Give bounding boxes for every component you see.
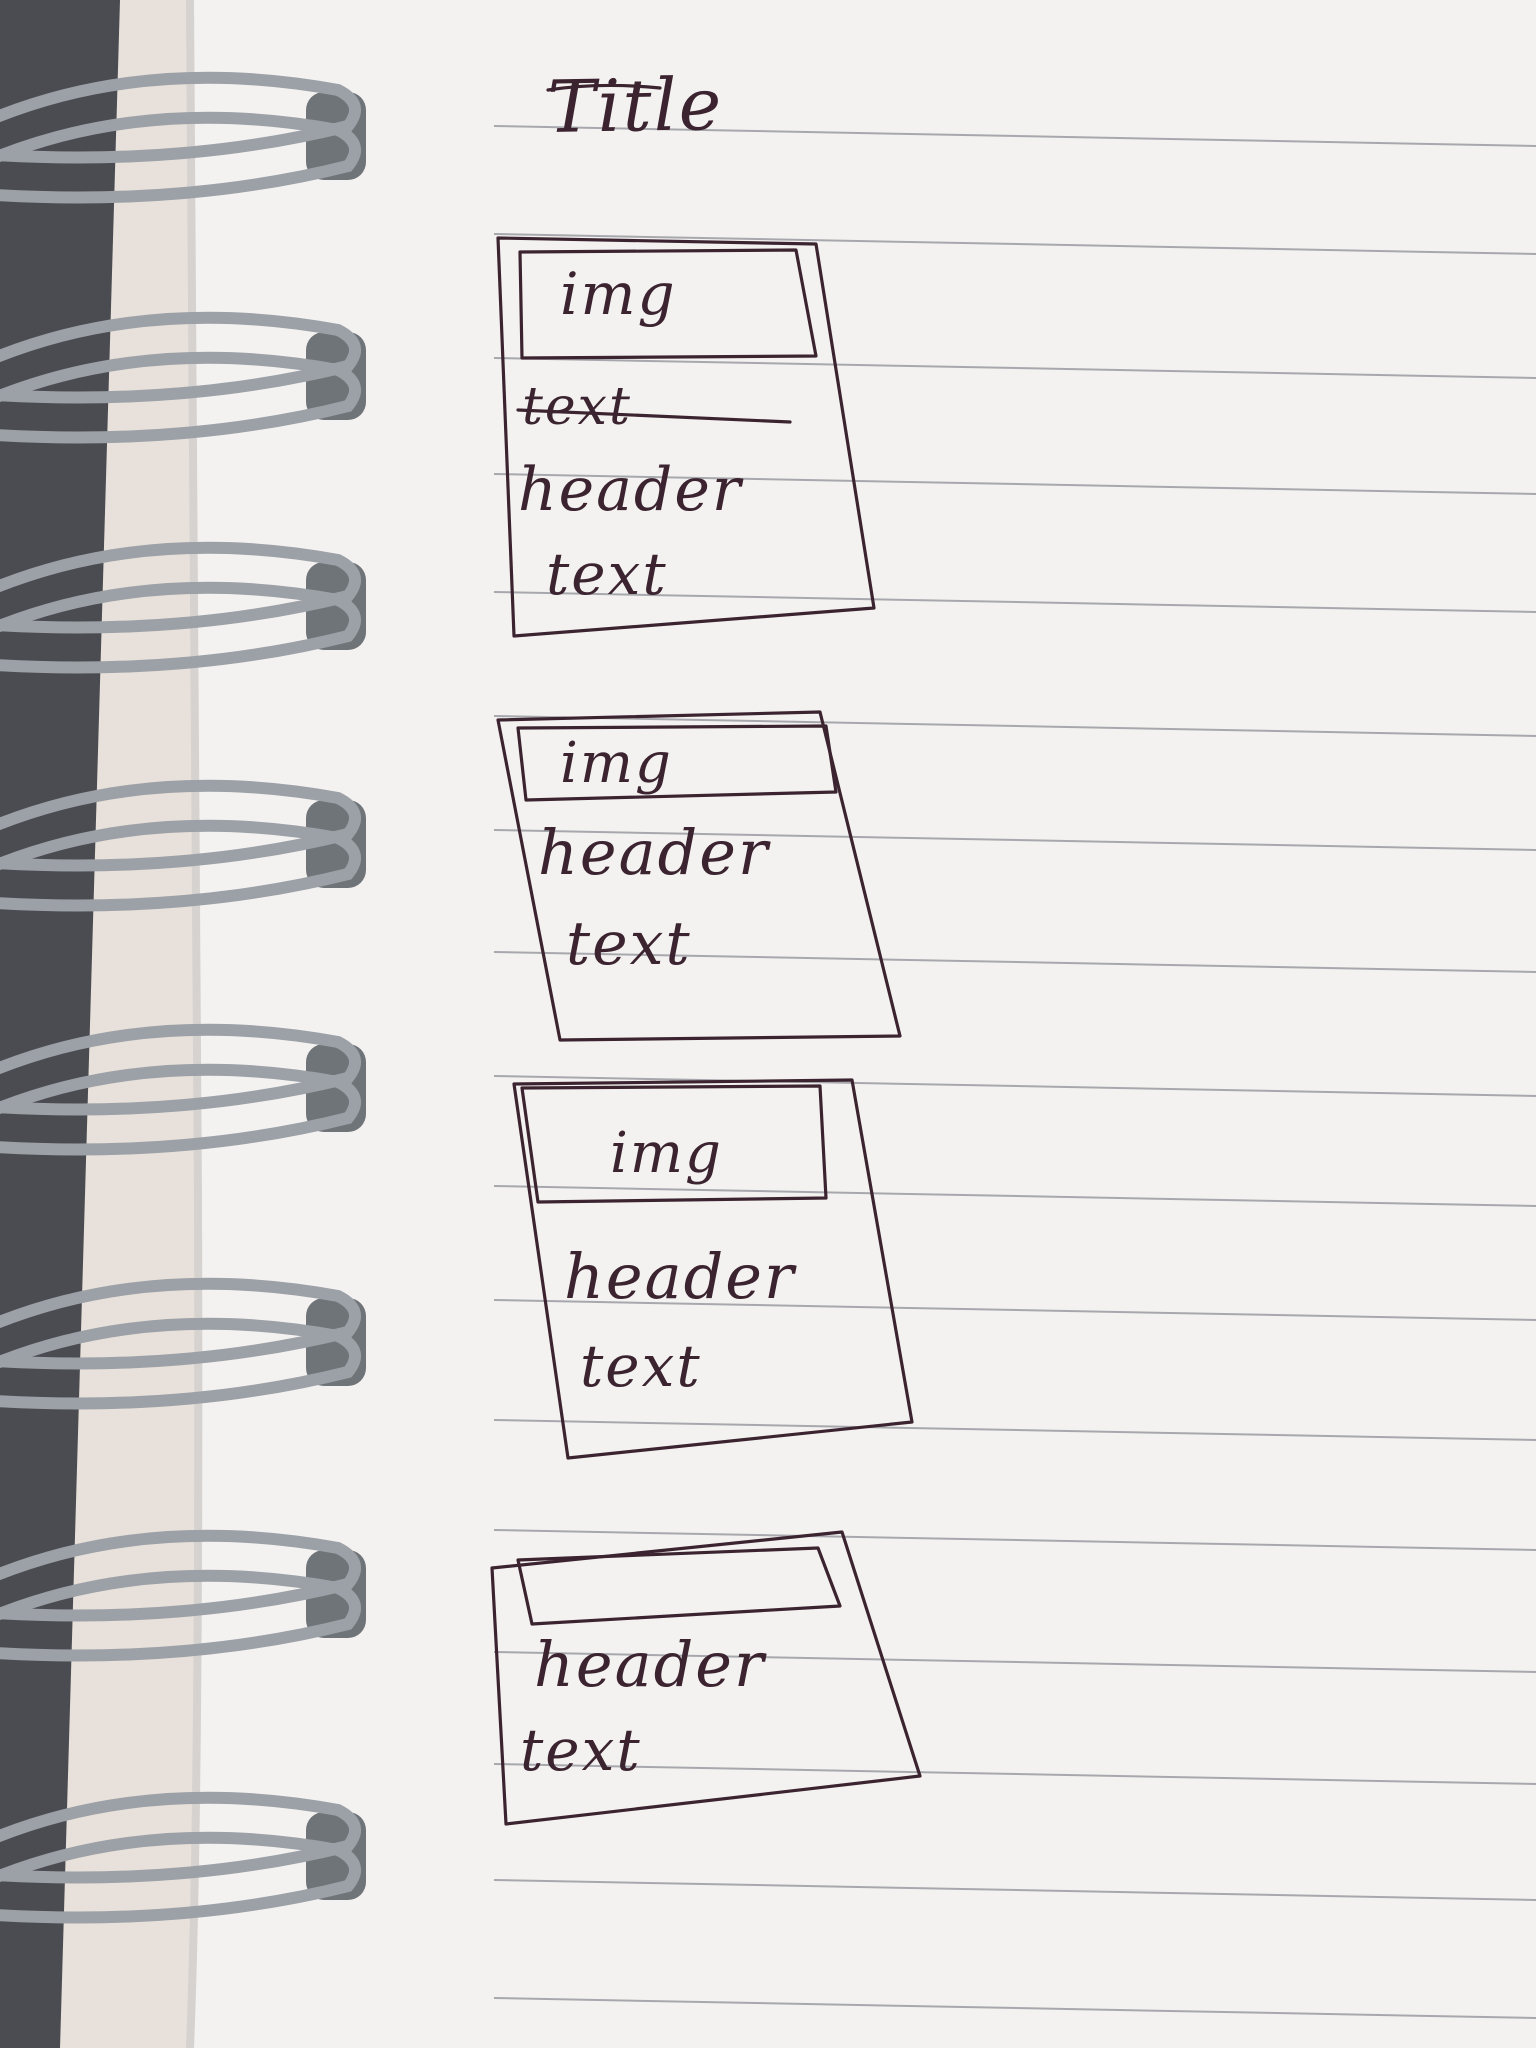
spiral-coil bbox=[0, 111, 361, 204]
card-outline bbox=[496, 710, 902, 1042]
ruled-line bbox=[493, 125, 1536, 147]
sketch-title: Title bbox=[547, 62, 724, 149]
ruled-lines bbox=[493, 125, 1536, 2019]
card-header-label: header bbox=[564, 1240, 797, 1313]
image-placeholder bbox=[516, 1546, 842, 1626]
ruled-line bbox=[493, 1997, 1536, 2019]
card-outline bbox=[490, 1530, 922, 1826]
spiral-coil bbox=[0, 1317, 361, 1410]
ruled-line bbox=[493, 1299, 1536, 1321]
ruled-line bbox=[493, 591, 1536, 613]
card-text-label: text bbox=[580, 1332, 702, 1400]
spiral-coil bbox=[0, 541, 361, 634]
spiral-coil bbox=[0, 1063, 361, 1156]
ruled-line bbox=[493, 1879, 1536, 1901]
card-sketch: img text header text bbox=[496, 236, 876, 638]
ruled-line bbox=[493, 473, 1536, 495]
spiral-coil bbox=[0, 311, 361, 404]
image-placeholder bbox=[518, 248, 818, 360]
ruled-line bbox=[493, 715, 1536, 737]
spiral-coil bbox=[0, 581, 361, 674]
ruled-line bbox=[493, 1529, 1536, 1551]
image-placeholder-label: img bbox=[610, 1121, 723, 1186]
image-placeholder-label: img bbox=[560, 260, 677, 328]
spiral-coil bbox=[0, 1023, 361, 1116]
spiral-coil bbox=[0, 351, 361, 444]
spiral-binding bbox=[0, 71, 361, 1924]
card-sketch: img header text bbox=[512, 1078, 914, 1460]
card-header-label: header bbox=[534, 1628, 767, 1701]
spiral-coil bbox=[0, 71, 361, 164]
card-text-label: text bbox=[546, 540, 668, 608]
paper-sheet bbox=[190, 0, 1536, 2048]
spiral-coil bbox=[0, 1529, 361, 1622]
card-text-label: text bbox=[566, 909, 692, 979]
ruled-line bbox=[493, 1185, 1536, 1207]
card-text-label: text bbox=[520, 1716, 642, 1784]
ruled-line bbox=[493, 951, 1536, 973]
card-sketch: img header text bbox=[496, 710, 902, 1042]
ruled-line bbox=[493, 233, 1536, 255]
image-placeholder bbox=[520, 1084, 828, 1204]
card-header-label: header bbox=[538, 816, 771, 889]
spiral-coil bbox=[0, 1569, 361, 1662]
ruled-line bbox=[493, 829, 1536, 851]
strike-line bbox=[516, 408, 792, 424]
card-sketch: header text bbox=[490, 1530, 922, 1826]
notebook-cover bbox=[0, 0, 120, 2048]
spiral-coil bbox=[0, 1791, 361, 1884]
card-outline bbox=[512, 1078, 914, 1460]
ruled-line bbox=[493, 1419, 1536, 1441]
title-underline bbox=[546, 83, 662, 92]
ruled-line bbox=[493, 1651, 1536, 1673]
ruled-line bbox=[493, 357, 1536, 379]
image-placeholder-label: img bbox=[560, 731, 673, 796]
spiral-coil bbox=[0, 1277, 361, 1370]
struck-text-label: text bbox=[522, 377, 632, 437]
image-placeholder bbox=[516, 724, 838, 802]
card-outline bbox=[496, 236, 876, 638]
card-header-label: header bbox=[518, 455, 744, 525]
spiral-coil bbox=[0, 779, 361, 872]
ruled-line bbox=[493, 1075, 1536, 1097]
spiral-coil bbox=[0, 1831, 361, 1924]
spiral-coil bbox=[0, 819, 361, 912]
ruled-line bbox=[493, 1763, 1536, 1785]
